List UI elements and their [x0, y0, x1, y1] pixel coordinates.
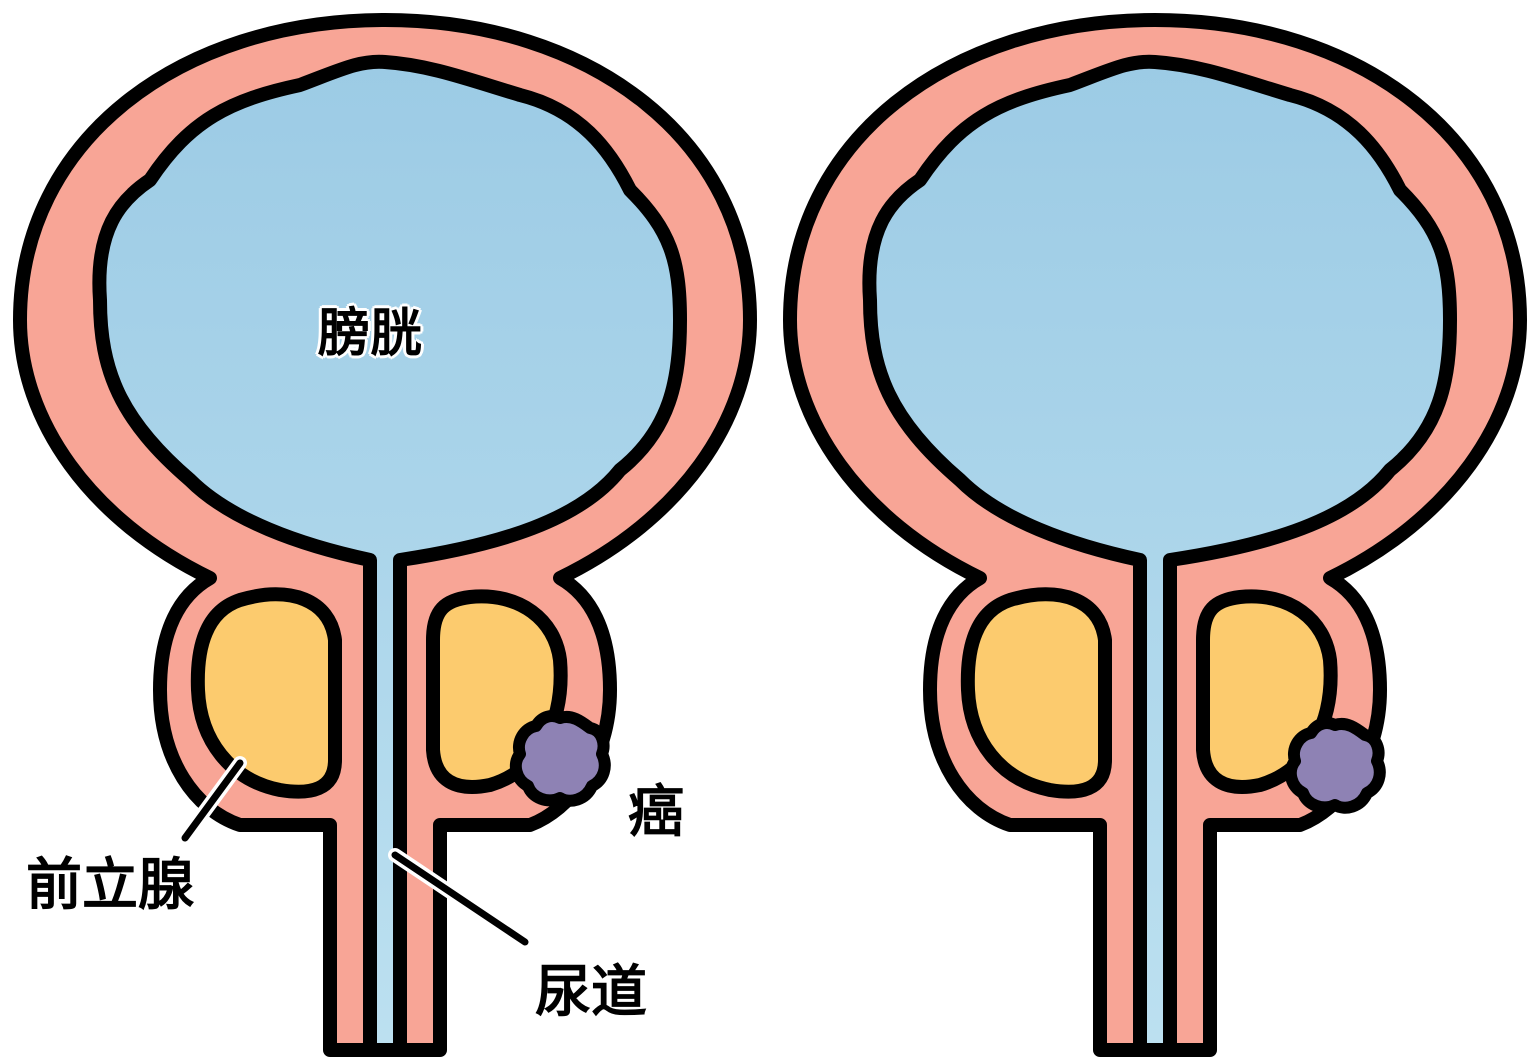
right-organ-figure: [790, 20, 1520, 1050]
prostate-label: 前立腺: [26, 853, 194, 918]
bladder-label: 膀胱: [318, 304, 423, 364]
urethra-label: 尿道: [535, 960, 647, 1025]
cancer-label: 癌: [628, 780, 684, 845]
left-organ-figure: [20, 20, 750, 1050]
